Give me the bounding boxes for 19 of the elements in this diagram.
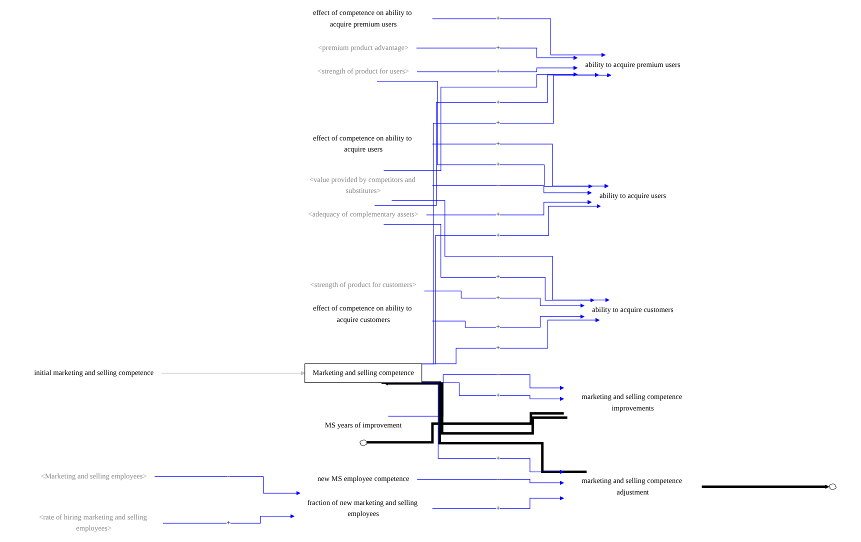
arrow — [416, 66, 578, 72]
arrow — [432, 314, 584, 328]
arrow — [154, 476, 300, 496]
arrow — [426, 200, 592, 216]
node-cloud — [828, 484, 836, 490]
arrow — [162, 514, 295, 524]
arrow — [432, 185, 592, 195]
arrow — [416, 48, 578, 60]
arrow — [384, 381, 568, 435]
arrow — [702, 484, 830, 489]
connector — [366, 412, 564, 444]
arrow — [432, 496, 564, 509]
arrow — [424, 290, 584, 308]
arrow — [383, 72, 578, 172]
arrow — [374, 72, 600, 206]
node-cloud — [360, 440, 368, 446]
arrow — [432, 18, 606, 58]
arrow — [416, 478, 564, 485]
arrow — [161, 371, 306, 376]
